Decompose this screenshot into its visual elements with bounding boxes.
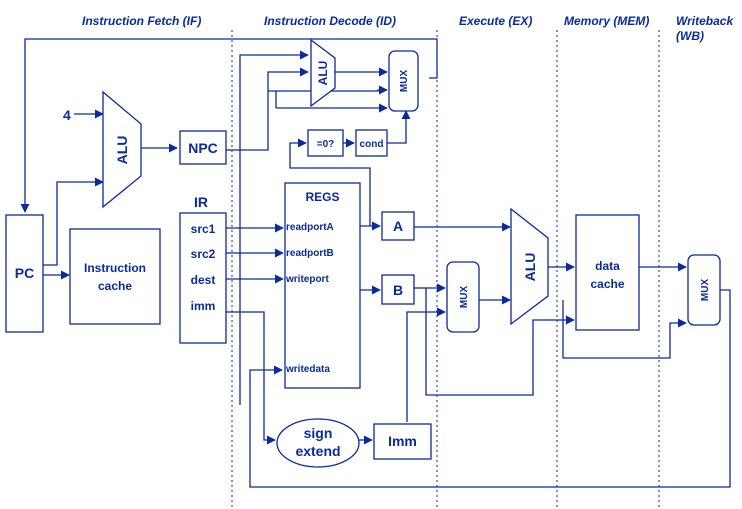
npc-label: NPC [188,140,218,156]
pc-label: PC [15,265,34,281]
zero-test [307,129,344,157]
pc-register [5,214,44,333]
icache-label-2: cache [98,279,132,293]
dcache-label-1: data [595,259,620,273]
b-label: B [393,282,403,298]
wire-pc-to-alu [43,177,104,266]
imm-register [373,423,432,460]
icache-label-1: Instruction [84,261,146,275]
ir-field-dest: dest [191,273,216,287]
stage-title-ex: Execute (EX) [459,14,532,28]
mux-id [388,50,419,112]
ir-field-src1: src1 [191,222,216,236]
wire-b-to-dcache [425,288,575,396]
a-label: A [393,218,403,234]
wire-alu-to-wb-mux [562,300,687,359]
zero-test-label: =0? [317,139,335,150]
sign-extend-label-2: extend [295,443,340,459]
a-register [381,211,415,241]
wire-imm-to-signext [226,311,276,445]
const-four: 4 [63,107,71,123]
sign-extend [276,418,360,468]
regs-port-writedata: writedata [285,364,330,375]
wire-a-to-zero [289,138,371,226]
wire-imm-to-alu-id [239,50,309,405]
alu-ex-label: ALU [522,253,538,282]
ir-field-src2: src2 [191,247,216,261]
imm-label: Imm [388,433,417,449]
mux-id-label: MUX [399,70,410,93]
stage-title-mem: Memory (MEM) [564,14,649,28]
regs-label: REGS [305,190,339,204]
npc-register [179,130,227,165]
ir-label: IR [194,194,208,210]
alu-if-label: ALU [114,136,130,165]
wire-imm-to-mux-ex [406,307,446,422]
regs-port-readporta: readportA [286,222,334,233]
regs-port-readportb: readportB [286,248,334,259]
stage-title-wb-line1: Writeback [676,14,734,28]
stage-title-wb-line2: (WB) [676,29,704,43]
wires [20,38,731,488]
stage-title-if: Instruction Fetch (IF) [82,14,201,28]
instruction-cache [69,228,161,325]
ir-field-imm: imm [191,299,216,313]
register-file [284,182,361,389]
wire-mux-to-pc [20,38,438,213]
mux-wb-label: MUX [700,279,711,302]
alu-id [310,38,336,108]
b-register [381,274,415,305]
wire-cond-to-mux [387,110,411,144]
alu-if [102,90,142,209]
wire-wb-to-writedata [249,289,731,488]
stage-title-id: Instruction Decode (ID) [264,14,396,28]
wire-npc-to-alu-id [267,67,309,91]
dcache-label-2: cache [590,277,624,291]
mux-ex-label: MUX [459,286,470,309]
regs-port-writeport: writeport [285,274,329,285]
cond-label: cond [360,139,384,150]
ir-register [179,212,227,344]
mux-wb [687,254,721,326]
alu-id-label: ALU [316,61,330,86]
cond-register [355,129,388,157]
alu-ex [510,207,549,326]
sign-extend-label-1: sign [304,425,333,441]
data-cache [575,214,640,331]
mux-ex [446,261,480,333]
